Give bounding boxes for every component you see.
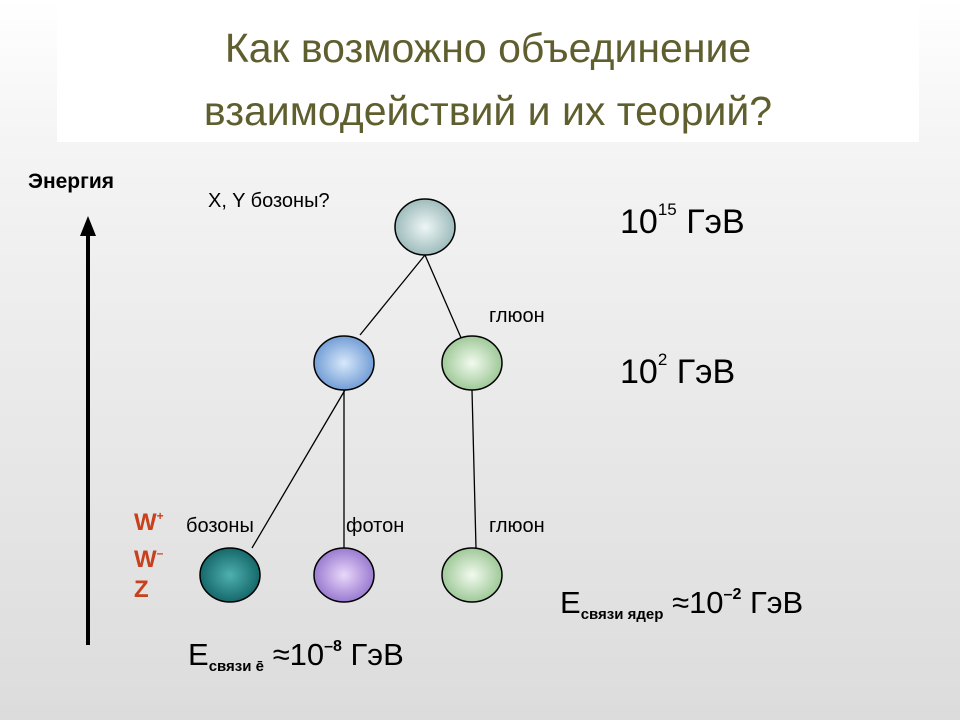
photon-label: фотон — [346, 515, 405, 537]
gluon-top-label: глюон — [489, 305, 545, 327]
electron-binding-energy: Eсвязи ē ≈10–8 ГэВ — [188, 637, 404, 675]
node-weak-bosons — [199, 547, 261, 603]
edge-top-electroweak — [359, 254, 426, 336]
nuclear-binding-energy: Eсвязи ядер ≈10–2 ГэВ — [560, 585, 804, 623]
xy-bosons-label: X, Y бозоны? — [208, 190, 330, 212]
edge-gluon-gluon — [471, 389, 477, 549]
energy-level-gut: 1015 ГэВ — [620, 200, 745, 242]
node-photon — [313, 547, 375, 603]
gut-unit: ГэВ — [676, 203, 745, 241]
node-electroweak — [313, 335, 375, 391]
z-symbol: Z — [134, 576, 149, 603]
energy-axis-arrowhead — [80, 216, 96, 236]
energy-level-electroweak: 102 ГэВ — [620, 350, 735, 392]
ew-unit: ГэВ — [667, 353, 736, 391]
gut-exponent: 15 — [657, 200, 677, 219]
title-box: Как возможно объединение взаимодействий … — [57, 0, 919, 142]
gluon-bottom-label: глюон — [489, 515, 545, 537]
node-xy-bosons — [394, 198, 456, 256]
bosons-label: бозоны — [186, 515, 254, 537]
weak-boson-symbols: W+ W– Z — [134, 501, 164, 605]
slide-title-line-1: Как возможно объединение — [224, 25, 752, 71]
ew-base: 10 — [620, 353, 658, 391]
energy-axis-label: Энергия — [28, 170, 115, 193]
edge-electroweak-bosons — [251, 389, 346, 549]
node-gluon-bottom — [441, 547, 503, 603]
w-plus-symbol: W+ — [134, 509, 164, 536]
w-minus-symbol: W– — [134, 546, 164, 573]
slide-title-line-2: взаимодействий и их теорий? — [203, 88, 773, 134]
gut-base: 10 — [620, 203, 658, 241]
node-gluon-top — [441, 335, 503, 391]
edge-top-gluon — [424, 254, 463, 341]
ew-exponent: 2 — [657, 350, 668, 369]
